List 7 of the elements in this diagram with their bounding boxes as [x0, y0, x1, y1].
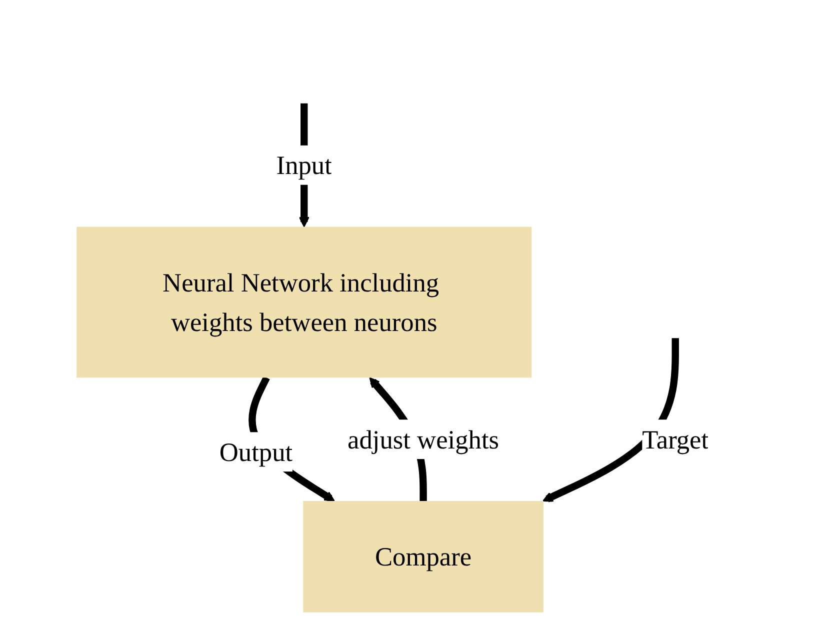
edge-label: Output	[220, 436, 293, 466]
node-box: Neural Network including weights between neurons	[76, 226, 532, 378]
edge-label: adjust weights	[348, 424, 500, 454]
arrow	[542, 338, 680, 502]
edge-label: Input	[276, 150, 332, 180]
edge-label: Target	[642, 424, 709, 454]
node-box: Compare	[303, 500, 544, 612]
